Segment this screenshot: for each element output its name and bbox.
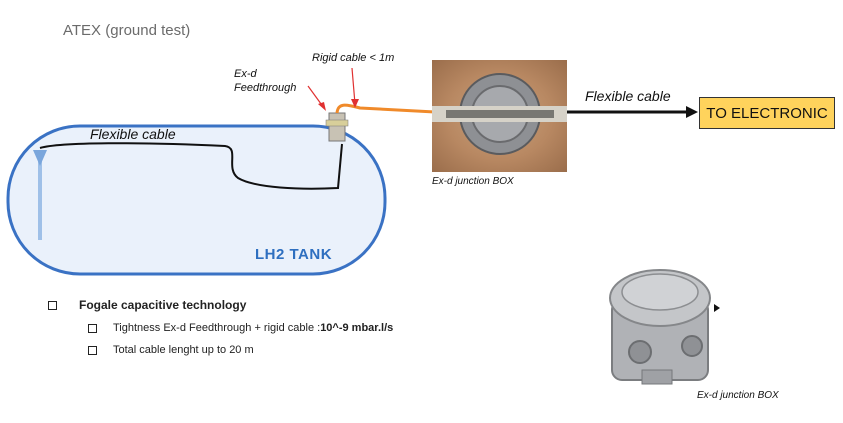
checkbox-icon	[88, 323, 97, 333]
checkbox-icon	[48, 300, 57, 310]
rigid-cable-arrowhead	[351, 99, 359, 108]
bullet-sub-2-text: Total cable lenght up to 20 m	[113, 344, 254, 356]
bullet-sub-2: Total cable lenght up to 20 m	[88, 344, 393, 356]
pointer-icon	[714, 304, 720, 312]
junction-box-photo	[432, 60, 567, 172]
bullet-sub-1-value: 10^-9 mbar.l/s	[320, 322, 394, 334]
feedthrough-arrowhead	[318, 102, 326, 111]
lh2-tank	[6, 124, 387, 276]
to-electronic-label: TO ELECTRONIC	[706, 104, 828, 122]
junction-box-label-2: Ex-d junction BOX	[697, 390, 779, 401]
flexible-cable-out-label: Flexible cable	[585, 88, 671, 104]
rigid-cable-arrow	[351, 67, 356, 105]
rigid-cable	[335, 103, 436, 114]
output-arrowhead	[686, 106, 698, 118]
bullet-sub-1-text: Tightness Ex-d Feedthrough + rigid cable…	[113, 322, 321, 334]
flexible-cable-tank-label: Flexible cable	[90, 126, 176, 142]
junction-box-illustration	[609, 269, 711, 385]
bullet-sub-1: Tightness Ex-d Feedthrough + rigid cable…	[88, 322, 393, 334]
bullet-list: Fogale capacitive technology Tightness E…	[48, 298, 393, 366]
probe-head	[33, 150, 47, 166]
junction-box-drawing	[432, 73, 567, 155]
rigid-cable-label: Rigid cable < 1m	[312, 52, 395, 64]
feedthrough-label: Ex-d Feedthrough	[234, 68, 297, 94]
to-electronic-box: TO ELECTRONIC	[699, 97, 835, 129]
junction-box-label-1: Ex-d junction BOX	[432, 176, 514, 187]
flexible-cable-inside	[39, 142, 343, 190]
junction-box-band	[446, 110, 554, 118]
bullet-main: Fogale capacitive technology	[48, 298, 393, 312]
tank-label: LH2 TANK	[255, 246, 333, 263]
page-title: ATEX (ground test)	[63, 22, 191, 39]
capacitive-probe	[38, 150, 42, 240]
bullet-main-text: Fogale capacitive technology	[79, 298, 247, 312]
feedthrough-nut	[325, 119, 349, 127]
checkbox-icon	[88, 345, 97, 355]
